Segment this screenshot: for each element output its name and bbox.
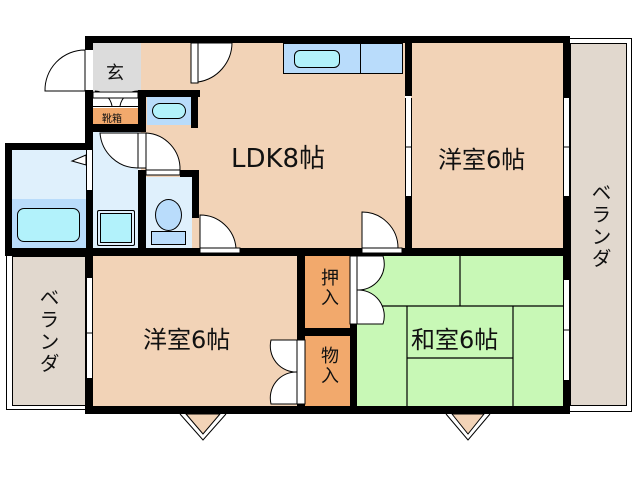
wall <box>85 36 93 50</box>
wall <box>192 170 199 218</box>
veranda-west-label: ベランダ <box>36 287 60 375</box>
wall <box>405 36 412 96</box>
wall <box>86 124 146 132</box>
closet-oshiire <box>305 256 350 328</box>
wall <box>138 170 146 256</box>
toilet-bowl-icon <box>155 199 182 231</box>
wall <box>86 378 93 414</box>
veranda-east-floor <box>570 43 627 406</box>
wall <box>5 143 93 150</box>
wall <box>563 36 570 413</box>
wall <box>5 143 12 255</box>
wall <box>138 90 200 97</box>
western-room-west-floor <box>93 256 297 406</box>
shoe-cabinet-label: 靴箱 <box>102 114 122 125</box>
window-west-room <box>86 278 93 378</box>
kitchen-counter <box>283 43 403 74</box>
bathtub-icon <box>17 208 80 242</box>
wall <box>180 170 199 177</box>
closet-oshiire-label: 押入 <box>318 268 339 308</box>
storage-monoire-label: 物入 <box>318 346 339 386</box>
wall <box>138 90 146 132</box>
kitchen-sink-icon <box>294 50 340 68</box>
kitchen-counter-divider <box>360 43 361 74</box>
wall <box>85 90 93 150</box>
shoe-cabinet <box>93 108 138 124</box>
veranda-east-label: ベランダ <box>588 182 612 270</box>
veranda-west-floor <box>12 256 86 406</box>
wall <box>405 248 570 256</box>
storage-monoire <box>305 336 350 406</box>
wall <box>86 190 93 256</box>
western-room-east-floor <box>411 43 563 248</box>
wall <box>86 248 93 278</box>
wall <box>191 90 198 128</box>
washbasin-icon <box>152 103 186 119</box>
western-room-west-label: 洋室6帖 <box>143 326 231 354</box>
wall <box>85 406 570 414</box>
ldk-label: LDK8帖 <box>231 144 326 174</box>
toilet-tank-icon <box>151 231 186 245</box>
entrance-floor <box>93 43 141 91</box>
entrance-label: 玄 <box>106 63 124 84</box>
washing-machine-icon <box>97 210 135 246</box>
wall <box>85 36 568 43</box>
japanese-room-label: 和室6帖 <box>411 326 499 354</box>
western-room-east-label: 洋室6帖 <box>438 146 526 174</box>
window-bathroom <box>86 150 93 190</box>
wall <box>297 328 357 336</box>
wall <box>405 196 412 256</box>
